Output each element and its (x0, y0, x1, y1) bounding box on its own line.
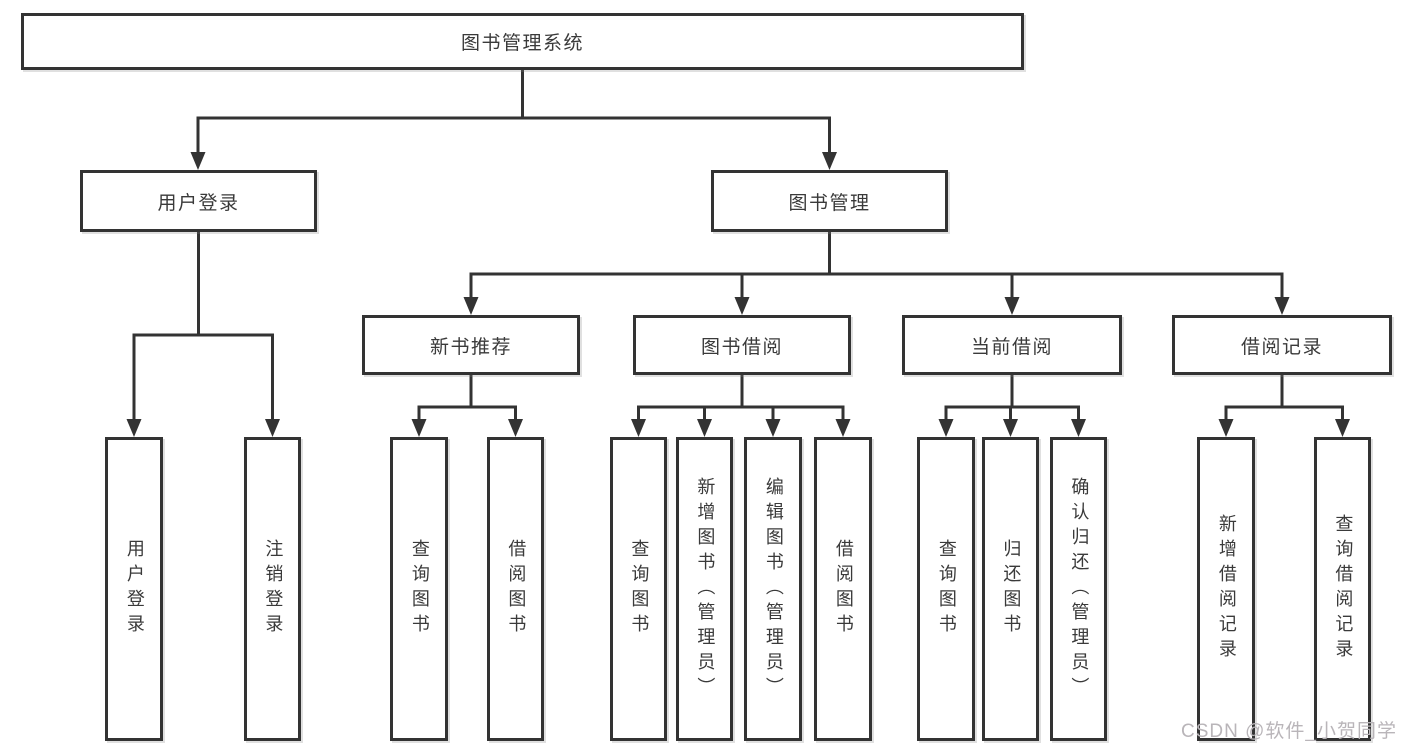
node-label: 新增借阅记录 (1216, 514, 1237, 664)
arrow-down-icon (938, 419, 954, 437)
arrow-down-icon (822, 152, 837, 170)
leaf-logout: 注销登录 (244, 437, 301, 741)
arrow-down-icon (1218, 419, 1234, 437)
arrow-down-icon (631, 419, 646, 437)
node-label: 编辑图书（管理员） (763, 476, 784, 702)
node-book-management: 图书管理 (711, 170, 948, 232)
node-user-login: 用户登录 (80, 170, 317, 232)
node-book-borrow: 图书借阅 (633, 315, 851, 375)
leaf-query-books-current: 查询图书 (917, 437, 975, 741)
connector-root-to-branches (190, 68, 837, 170)
node-label: 图书管理 (788, 192, 871, 214)
node-label: 用户登录 (124, 539, 145, 639)
arrow-down-icon (463, 297, 479, 315)
leaf-query-books-borrow: 查询图书 (610, 437, 667, 741)
leaf-add-borrow-record: 新增借阅记录 (1197, 437, 1255, 741)
node-current-borrow: 当前借阅 (902, 315, 1122, 375)
node-label: 归还图书 (1001, 539, 1022, 639)
arrow-down-icon (1274, 297, 1290, 315)
arrow-down-icon (1335, 419, 1350, 437)
node-root-library-management-system: 图书管理系统 (21, 13, 1024, 70)
leaf-borrow-books-recommend: 借阅图书 (487, 437, 544, 741)
node-new-book-recommend: 新书推荐 (362, 315, 580, 375)
node-label: 查询图书 (936, 539, 957, 639)
node-label: 图书管理系统 (460, 33, 584, 54)
leaf-add-books-admin: 新增图书（管理员） (676, 437, 733, 741)
node-label: 新书推荐 (429, 336, 512, 358)
connector-book-management-to-sections (463, 230, 1290, 315)
node-label: 借阅图书 (506, 539, 527, 639)
node-label: 新增图书（管理员） (695, 476, 716, 702)
node-label: 查询图书 (409, 539, 430, 639)
node-borrow-record: 借阅记录 (1172, 315, 1392, 375)
leaf-user-login: 用户登录 (105, 437, 163, 741)
arrow-down-icon (411, 419, 427, 437)
leaf-return-books: 归还图书 (982, 437, 1039, 741)
connector-line (469, 230, 1284, 276)
node-label: 查询借阅记录 (1333, 514, 1354, 664)
connector-line (196, 68, 831, 120)
connector-line (417, 373, 517, 409)
connector-book-borrow-to-leaves (631, 373, 851, 437)
leaf-edit-books-admin: 编辑图书（管理员） (744, 437, 802, 741)
arrow-down-icon (508, 419, 523, 437)
leaf-confirm-return-admin: 确认归还（管理员） (1050, 437, 1107, 741)
connector-line (944, 373, 1080, 409)
arrow-down-icon (265, 419, 280, 437)
connector-line (1224, 373, 1344, 409)
connector-current-borrow-to-leaves (938, 373, 1086, 437)
csdn-watermark: CSDN @软件_小贺同学 (1181, 721, 1397, 742)
arrow-down-icon (1004, 297, 1020, 315)
node-label: 注销登录 (263, 539, 284, 639)
arrow-down-icon (697, 419, 712, 437)
node-label: 用户登录 (157, 192, 240, 214)
node-label: 借阅记录 (1240, 336, 1323, 358)
leaf-borrow-books: 借阅图书 (814, 437, 872, 741)
connector-line (637, 373, 845, 409)
node-label: 图书借阅 (700, 336, 783, 358)
arrow-down-icon (835, 419, 851, 437)
node-label: 当前借阅 (970, 336, 1053, 358)
node-label: 借阅图书 (833, 539, 854, 639)
leaf-query-borrow-record: 查询借阅记录 (1314, 437, 1371, 741)
connector-line (132, 230, 274, 337)
arrow-down-icon (190, 152, 206, 170)
arrow-down-icon (734, 297, 750, 315)
node-label: 查询图书 (629, 539, 650, 639)
arrow-down-icon (126, 419, 142, 437)
connector-user-login-to-leaves (126, 230, 280, 437)
connector-borrow-record-to-leaves (1218, 373, 1350, 437)
connector-new-book-recommend-to-leaves (411, 373, 523, 437)
node-label: 确认归还（管理员） (1069, 476, 1090, 702)
arrow-down-icon (1003, 419, 1018, 437)
arrow-down-icon (765, 419, 781, 437)
arrow-down-icon (1071, 419, 1086, 437)
leaf-query-books-recommend: 查询图书 (390, 437, 448, 741)
